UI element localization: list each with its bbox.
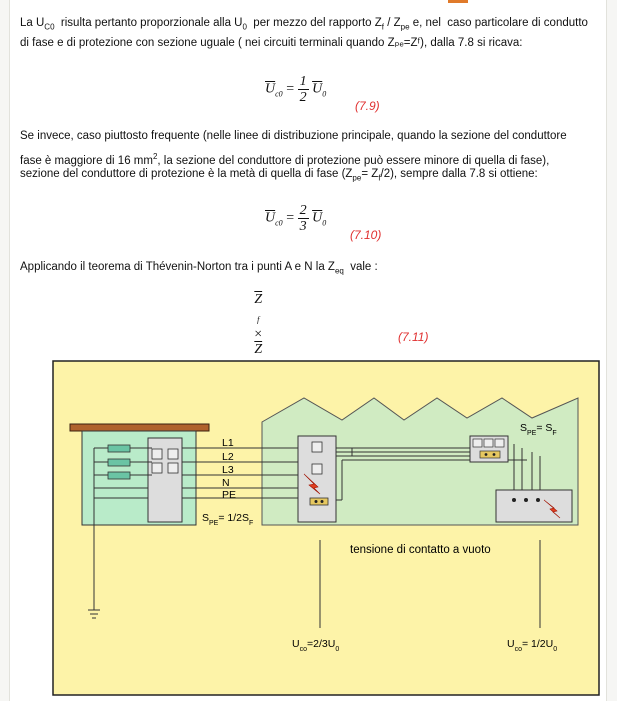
- top-marker: [448, 0, 468, 3]
- paragraph-3-line-1: Applicando il teorema di Thévenin-Norton…: [20, 261, 378, 276]
- paragraph-2-line-1: Se invece, caso piuttosto frequente (nel…: [20, 130, 567, 142]
- fuse-1: [107, 444, 131, 453]
- label-l2: L2: [222, 451, 234, 463]
- equation-tag-7-9: (7.9): [355, 99, 380, 113]
- fault-bolt-middle: [303, 473, 321, 495]
- label-n: N: [222, 477, 230, 489]
- contact-voltage-label: tensione di contatto a vuoto: [350, 544, 491, 556]
- equation-tag-7-11: (7.11): [398, 330, 429, 344]
- load-equipment: [495, 489, 573, 523]
- fuse-2: [107, 458, 131, 467]
- equation-tag-7-10: (7.10): [350, 228, 382, 242]
- middle-terminal: [309, 497, 329, 506]
- left-margin: [0, 0, 10, 701]
- uco-right-label: Uco= 1/2U0: [507, 638, 557, 653]
- cabinet-roof: [69, 423, 210, 432]
- circuit-diagram: L1 L2 L3 N PE SPE= 1/2SF SPE= SF: [52, 360, 600, 696]
- paragraph-1-line-2: di fase e di protezione con sezione ugua…: [20, 37, 523, 49]
- label-pe: PE: [222, 489, 236, 501]
- ground-symbol: [88, 609, 100, 619]
- paragraph-1-line-1: La UC0 risulta pertanto proporzionale al…: [20, 17, 588, 32]
- spe-left-label: SPE= 1/2SF: [202, 512, 253, 527]
- paragraph-2-line-2: fase è maggiore di 16 mm2, la sezione de…: [20, 152, 550, 167]
- fuse-3: [107, 471, 131, 480]
- paragraph-2-line-3: sezione del conduttore di protezione è l…: [20, 168, 538, 183]
- spe-right-label: SPE= SF: [520, 422, 557, 437]
- fault-bolt-right: [543, 499, 561, 519]
- right-margin: [606, 0, 617, 701]
- label-l3: L3: [222, 464, 234, 476]
- uco-left-label: Uco=2/3U0: [292, 638, 339, 653]
- main-lines: [182, 447, 298, 499]
- label-l1: L1: [222, 437, 234, 449]
